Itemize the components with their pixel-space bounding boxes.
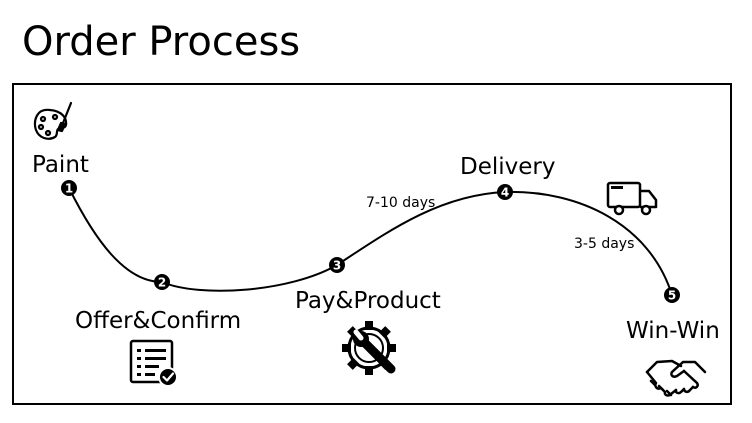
gear-wrench-icon (342, 321, 396, 375)
step-marker-4: 4 (497, 184, 513, 200)
step-number-3: 3 (333, 259, 341, 273)
step-marker-2: 2 (154, 274, 170, 290)
process-frame (12, 83, 732, 405)
step-number-1: 1 (65, 182, 73, 196)
step-marker-3: 3 (329, 257, 345, 273)
step-number-5: 5 (668, 289, 676, 303)
step-number-4: 4 (501, 186, 509, 200)
step-label-pay-product: Pay&Product (295, 288, 441, 314)
palette-icon (33, 101, 73, 140)
step-label-win-win: Win-Win (626, 318, 720, 344)
step-marker-1: 1 (61, 180, 77, 196)
delivery-truck-icon (606, 181, 658, 216)
duration-label-win-win: 3-5 days (574, 236, 635, 252)
step-label-offer-confirm: Offer&Confirm (75, 308, 242, 334)
checklist-document-icon (129, 339, 178, 387)
page-title: Order Process (22, 19, 301, 65)
handshake-icon (645, 359, 707, 397)
step-marker-5: 5 (664, 287, 680, 303)
step-number-2: 2 (158, 276, 166, 290)
step-label-paint: Paint (32, 152, 89, 178)
duration-label-delivery: 7-10 days (366, 195, 436, 211)
step-label-delivery: Delivery (460, 154, 556, 180)
